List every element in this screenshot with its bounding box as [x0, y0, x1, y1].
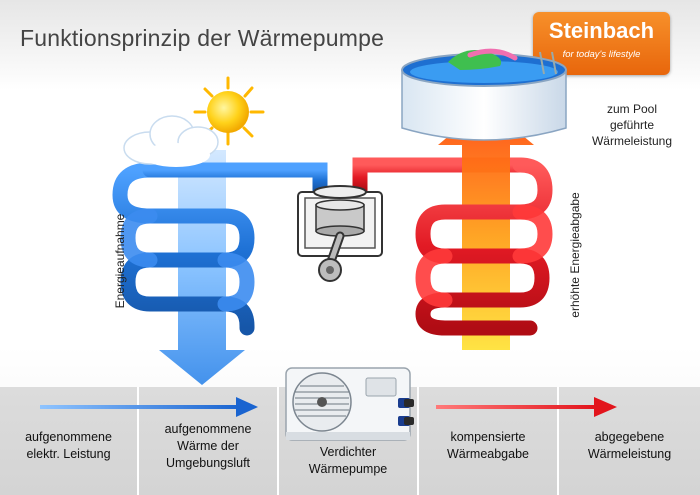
divider	[277, 387, 279, 495]
logo-name: Steinbach	[548, 18, 655, 43]
blue-arrow-icon	[40, 397, 258, 417]
cell-label-line: aufgenommene	[25, 430, 112, 444]
bottom-cell-compressor: Verdichter Wärmepumpe	[279, 387, 417, 495]
divider	[557, 387, 559, 495]
compressor-icon	[297, 185, 383, 282]
bottom-cell-output: abgegebene Wärmeleistung	[559, 387, 700, 495]
divider	[137, 387, 139, 495]
evaporator-coil-front	[120, 208, 255, 312]
cell-label-line: Wärme der	[177, 439, 239, 453]
pool-note-line: geführte	[609, 118, 655, 132]
cell-label-line: Wärmeleistung	[587, 447, 672, 461]
heat-pump-unit-icon	[285, 367, 414, 441]
pool-note-line: Wärmeleistung	[591, 134, 673, 148]
pool-heat-note: zum Pool geführte Wärmeleistung	[572, 101, 692, 149]
energy-intake-label: Energieaufnahme	[113, 213, 127, 309]
hot-air-arrow	[438, 105, 534, 350]
energy-output-label: erhöhte Energieabgabe	[568, 192, 582, 318]
suction-line	[142, 162, 328, 198]
cell-label-line: kompensierte	[450, 430, 526, 444]
cell-label-line: elektr. Leistung	[26, 447, 111, 461]
cell-label-line: abgegebene	[594, 430, 665, 444]
cell-label-line: Wärmepumpe	[308, 462, 388, 476]
pool-icon	[401, 48, 567, 141]
cell-label-line: Wärmeabgabe	[447, 447, 529, 461]
bottom-cell-compensated: kompensierte Wärmeabgabe	[419, 387, 557, 495]
bottom-cell-ambient-heat: aufgenommene Wärme der Umgebungsluft	[139, 387, 277, 495]
pool-note-line: zum Pool	[606, 102, 658, 116]
cell-label-line: Verdichter	[319, 445, 377, 459]
red-arrow-icon	[436, 397, 617, 417]
cloud-icon	[123, 115, 219, 167]
steinbach-logo: Steinbach for today's lifestyle	[533, 12, 670, 75]
page-title: Funktionsprinzip der Wärmepumpe	[20, 25, 385, 51]
logo-tagline: for today's lifestyle	[562, 49, 641, 60]
condenser-coil-front	[415, 204, 553, 308]
divider	[417, 387, 419, 495]
bottom-cell-electric: aufgenommene elektr. Leistung	[0, 387, 137, 495]
cell-label-line: aufgenommene	[164, 422, 252, 436]
cell-label-line: Umgebungsluft	[165, 456, 251, 470]
